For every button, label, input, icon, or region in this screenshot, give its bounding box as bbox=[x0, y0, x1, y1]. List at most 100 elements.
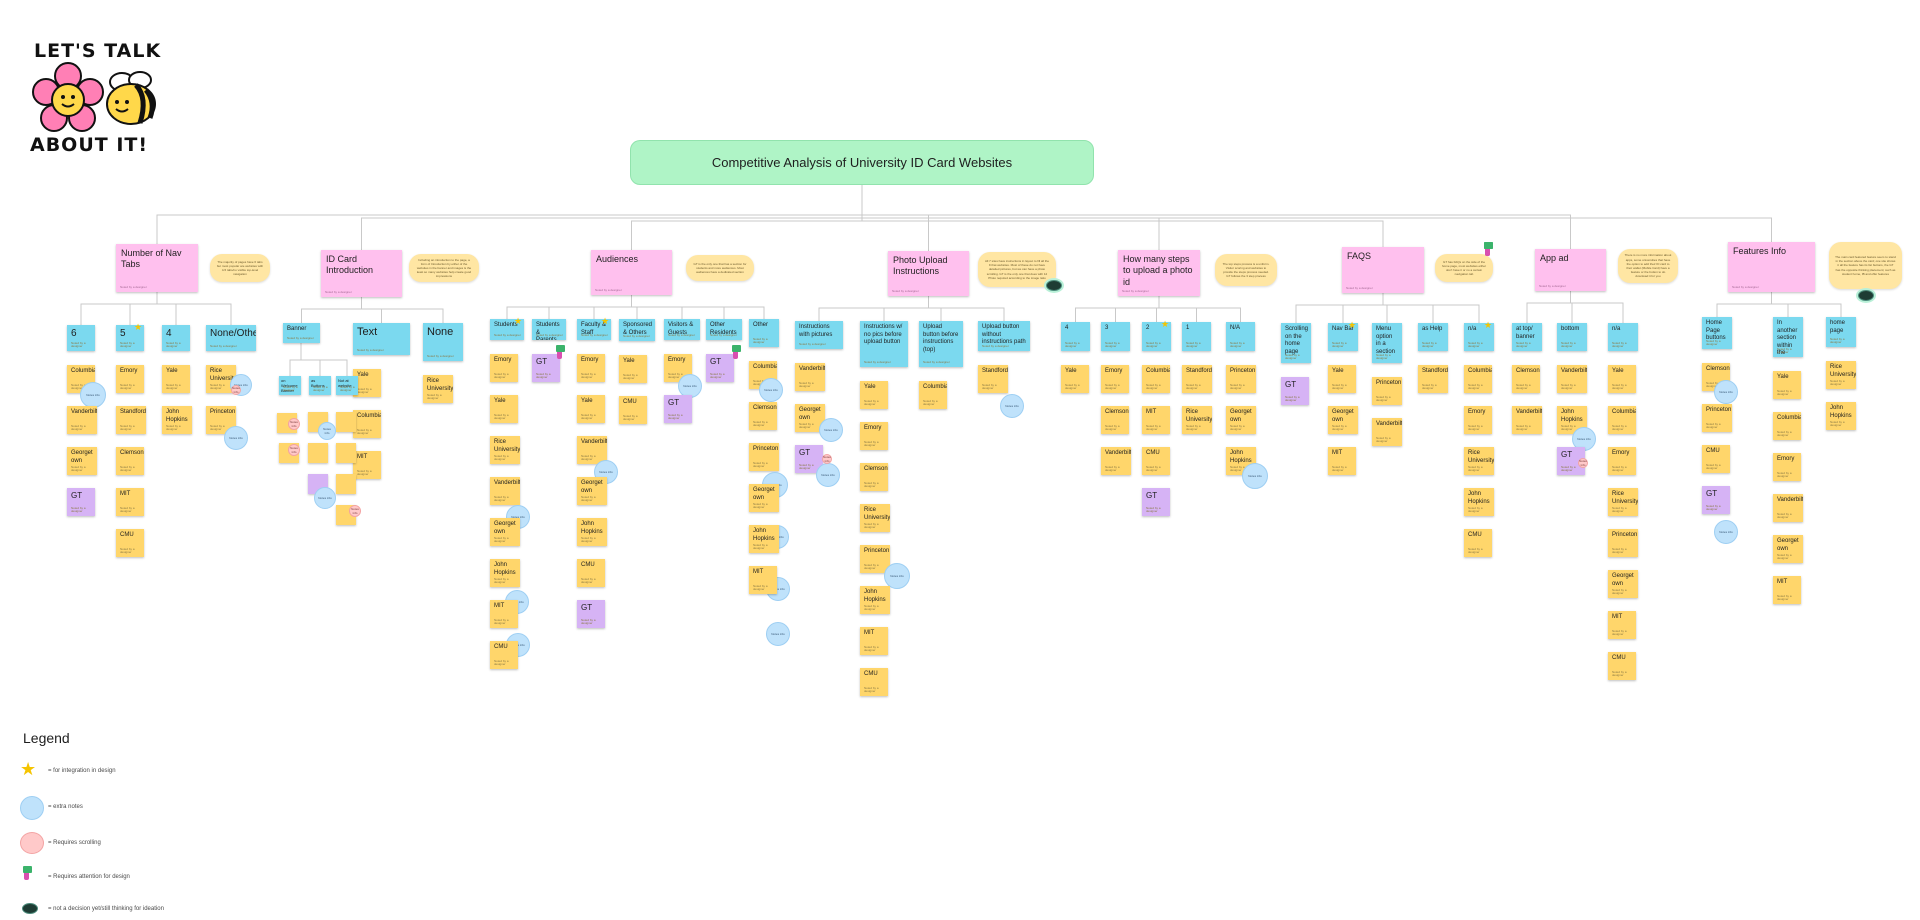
extra-note-bubble[interactable]: Notes info bbox=[314, 487, 336, 509]
scrolling-note-bubble[interactable]: Notes info bbox=[288, 418, 300, 430]
extra-note-bubble[interactable]: Notes info bbox=[1242, 463, 1268, 489]
option-photo-2[interactable]: Upload button before instructions (top)N… bbox=[919, 321, 963, 367]
extra-note-bubble[interactable]: Notes info bbox=[1714, 520, 1738, 544]
option-feat-1[interactable]: In another section within the websiteNot… bbox=[1773, 317, 1803, 357]
extra-note-bubble[interactable]: Notes info bbox=[678, 374, 702, 398]
scrolling-note-bubble[interactable]: Notes info bbox=[349, 505, 361, 517]
option-photo-1[interactable]: Instructions w/ no pics before upload bu… bbox=[860, 321, 908, 367]
extra-note-bubble[interactable]: Notes info bbox=[819, 418, 843, 442]
extra-note-bubble[interactable]: Notes info bbox=[759, 378, 783, 402]
extra-note-bubble[interactable]: Notes info bbox=[816, 463, 840, 487]
scrolling-note-bubble[interactable]: Notes info bbox=[822, 454, 832, 464]
scrolling-note-bubble[interactable]: Notes info bbox=[1578, 458, 1588, 468]
root-topic[interactable]: Competitive Analysis of University ID Ca… bbox=[630, 140, 1094, 185]
